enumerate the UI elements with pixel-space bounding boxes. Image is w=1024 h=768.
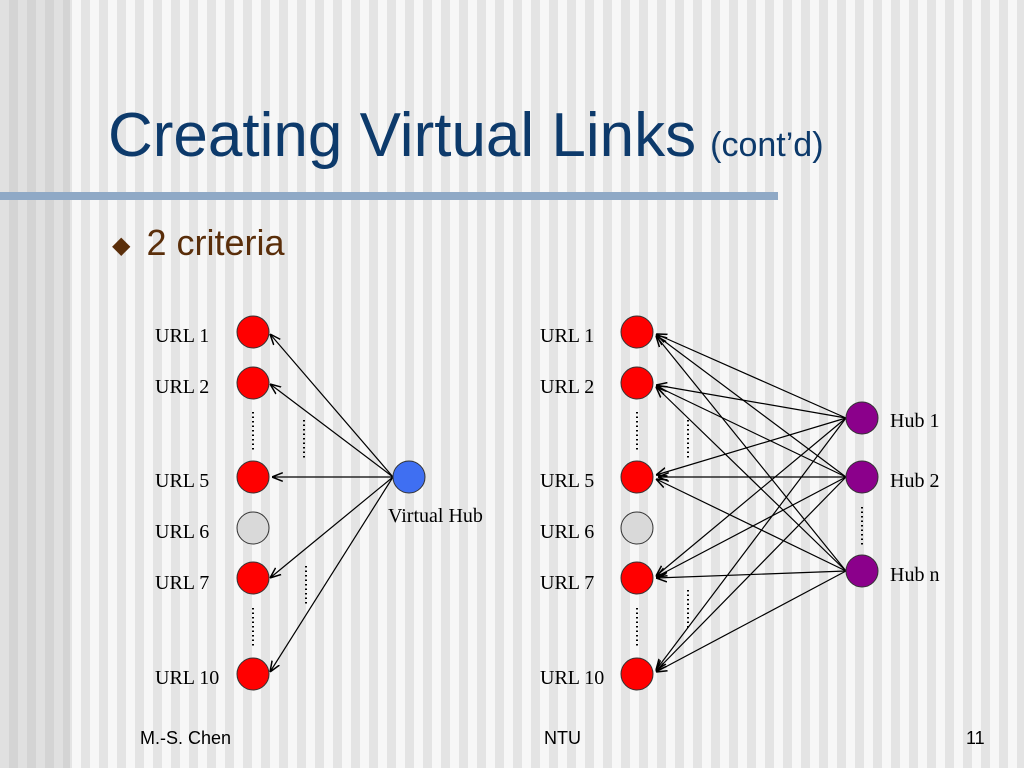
url-label: URL 1	[540, 325, 594, 347]
edge-hubn-url10	[656, 570, 847, 672]
left-diagram: URL 1 URL 2 URL 5 URL 6 URL 7 URL 10 Vir…	[155, 315, 483, 691]
title-suffix: (cont’d)	[710, 126, 824, 164]
right-edges	[656, 334, 847, 672]
edge-hub1-url5	[656, 417, 847, 475]
url-node	[236, 561, 270, 595]
edge-hub1-url7	[656, 417, 847, 576]
url-node-inactive	[620, 511, 654, 545]
url-label: URL 10	[155, 667, 219, 689]
bullet-text: 2 criteria	[146, 222, 285, 263]
edge-hub2-url7	[656, 476, 847, 577]
url-node	[236, 366, 270, 400]
url-node	[236, 657, 270, 691]
url-label: URL 1	[155, 325, 209, 347]
url-label: URL 7	[155, 572, 209, 594]
url-node	[620, 561, 654, 595]
url-node	[236, 460, 270, 494]
bullet-item: ◆ 2 criteria	[112, 222, 285, 264]
edge-hub1-url1	[656, 334, 847, 419]
left-decor-band	[0, 0, 70, 768]
url-node	[620, 460, 654, 494]
right-diagram: URL 1 URL 2 URL 5 URL 6 URL 7 URL 10 Hub…	[540, 315, 939, 691]
url-label: URL 6	[540, 521, 594, 543]
hub-label: Hub n	[890, 564, 939, 586]
edge-hub-url2	[270, 384, 394, 478]
url-label: URL 7	[540, 572, 594, 594]
hub-node	[845, 460, 879, 494]
footer-org: NTU	[544, 728, 581, 748]
title-main: Creating Virtual Links	[108, 101, 697, 170]
virtual-hub-label: Virtual Hub	[388, 505, 483, 527]
url-label: URL 5	[155, 470, 209, 492]
url-node-inactive	[236, 511, 270, 545]
edge-hubn-url5	[656, 479, 847, 572]
url-label: URL 2	[540, 376, 594, 398]
diamond-bullet-icon: ◆	[112, 231, 131, 259]
edge-hub1-url2	[656, 385, 847, 419]
left-edges	[270, 334, 394, 672]
slide-title: Creating Virtual Links (cont’d)	[108, 100, 824, 171]
title-underline	[0, 192, 778, 200]
edge-hub-url1	[270, 334, 394, 478]
url-node	[620, 315, 654, 349]
hub-label: Hub 1	[890, 410, 939, 432]
edge-hubn-url2	[656, 387, 847, 572]
url-label: URL 6	[155, 521, 209, 543]
url-label: URL 10	[540, 667, 604, 689]
edge-hub2-url2	[656, 386, 847, 478]
virtual-hub-node	[392, 460, 426, 494]
page-number: 11	[966, 728, 985, 748]
url-label: URL 2	[155, 376, 209, 398]
hub-node	[845, 401, 879, 435]
edge-hub2-url1	[656, 335, 847, 478]
url-node	[620, 657, 654, 691]
hub-node	[845, 554, 879, 588]
url-node	[236, 315, 270, 349]
edge-hub-url7	[270, 476, 394, 578]
edge-hubn-url1	[656, 336, 847, 572]
edge-hubn-url7	[656, 570, 847, 578]
edge-hub1-url10	[656, 417, 847, 670]
url-node	[620, 366, 654, 400]
edge-hub-url10	[270, 476, 394, 672]
url-label: URL 5	[540, 470, 594, 492]
hub-label: Hub 2	[890, 470, 939, 492]
footer-author: M.-S. Chen	[140, 728, 232, 748]
